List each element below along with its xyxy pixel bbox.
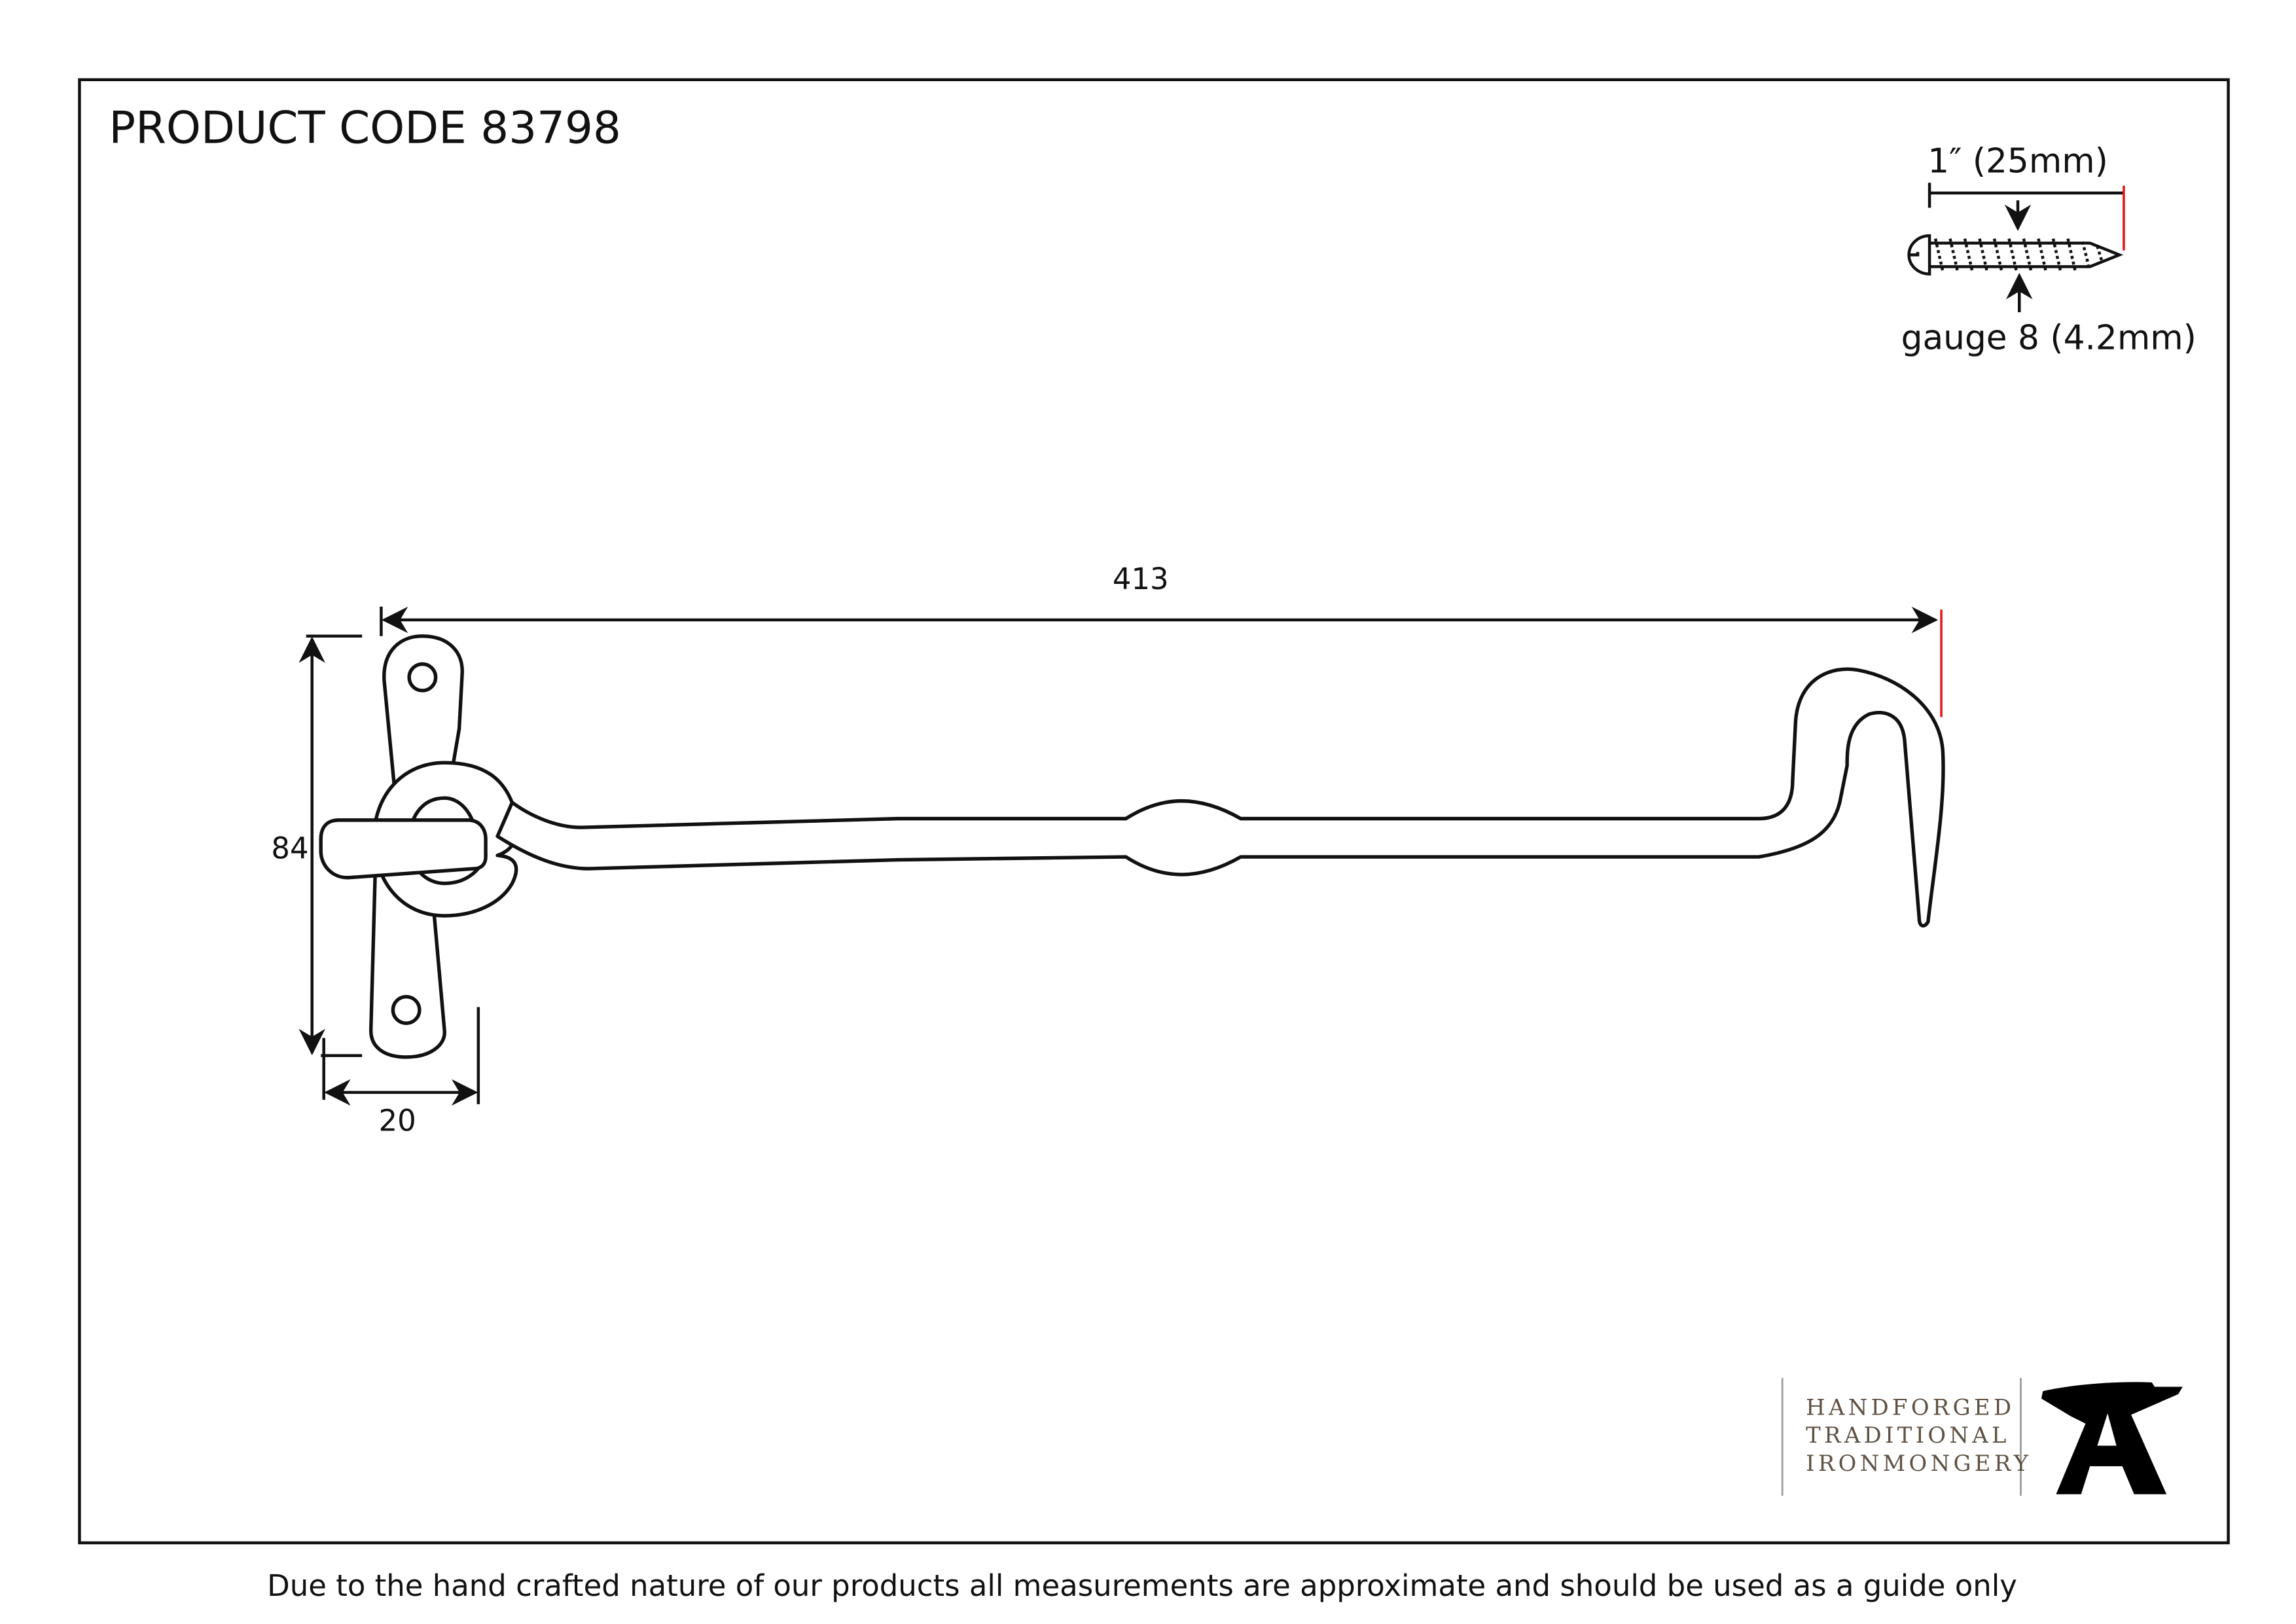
bottom-fixing-plate <box>368 867 446 1059</box>
width-dimension: 20 <box>322 1007 480 1138</box>
screw-length-label: 1″ (25mm) <box>1928 141 2108 181</box>
screw-thread-icon <box>1929 238 2124 272</box>
logo-line-2: TRADITIONAL <box>1806 1422 2010 1448</box>
height-dimension-label: 84 <box>271 831 308 865</box>
cabin-hook-drawing <box>319 634 1945 1059</box>
screw-gauge-label: gauge 8 (4.2mm) <box>1901 318 2197 357</box>
anvil-logo-icon <box>2041 1382 2183 1494</box>
hook-bar <box>495 667 1945 928</box>
length-dimension-label: 413 <box>1113 562 1169 596</box>
screw-head-icon <box>1907 234 1931 276</box>
screw-hole-icon <box>391 995 422 1025</box>
product-code-title: PRODUCT CODE 83798 <box>109 101 620 153</box>
screw-hole-icon <box>407 662 438 693</box>
bolt-pin <box>319 818 488 880</box>
logo-line-1: HANDFORGED <box>1806 1394 2015 1420</box>
height-dimension: 84 <box>271 634 363 1057</box>
length-dimension: 413 <box>380 562 1943 717</box>
drawing-border <box>78 78 2230 1545</box>
brand-logo: HANDFORGED TRADITIONAL IRONMONGERY <box>1781 1378 2183 1496</box>
screw-detail: 1″ (25mm) gauge 8 (4.2mm) <box>1901 141 2197 357</box>
width-dimension-label: 20 <box>379 1103 416 1138</box>
logo-line-3: IRONMONGERY <box>1806 1451 2032 1476</box>
top-fixing-plate <box>382 634 464 790</box>
footer-disclaimer: Due to the hand crafted nature of our pr… <box>267 1568 2017 1603</box>
